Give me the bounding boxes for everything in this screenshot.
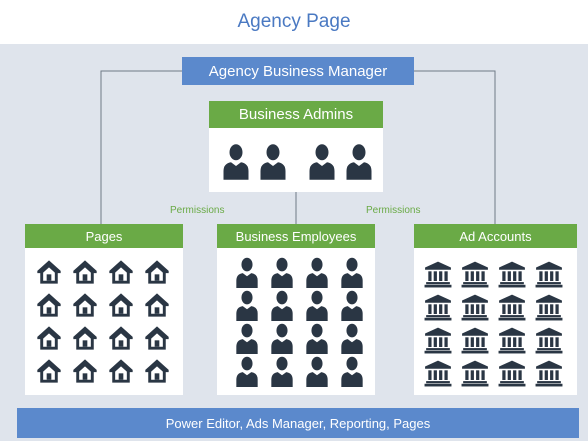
house-icon bbox=[145, 260, 169, 284]
bank-icon bbox=[424, 327, 452, 354]
person-icon bbox=[271, 323, 293, 354]
agency-business-manager: Agency Business Manager bbox=[182, 57, 414, 85]
ad-accounts-label: Ad Accounts bbox=[459, 228, 532, 244]
house-icon bbox=[37, 293, 61, 317]
person-icon bbox=[236, 356, 258, 387]
bank-icon bbox=[498, 327, 526, 354]
person-icon bbox=[236, 290, 258, 321]
bank-icon bbox=[461, 294, 489, 321]
manager-label: Agency Business Manager bbox=[208, 62, 388, 80]
person-icon bbox=[306, 323, 328, 354]
bank-icon bbox=[424, 294, 452, 321]
house-icon bbox=[109, 260, 133, 284]
permissions-label-left: Permissions bbox=[170, 205, 225, 216]
business-admins-header: Business Admins bbox=[209, 101, 383, 128]
title-bar: Agency Page bbox=[0, 0, 588, 44]
person-icon bbox=[260, 144, 286, 180]
business-admins-box bbox=[209, 128, 383, 192]
pages-icon-grid bbox=[25, 248, 183, 395]
person-icon bbox=[306, 257, 328, 288]
bank-icon bbox=[461, 327, 489, 354]
permissions-label-right: Permissions bbox=[366, 205, 421, 216]
tools-footer-label: Power Editor, Ads Manager, Reporting, Pa… bbox=[165, 415, 431, 431]
person-icon bbox=[271, 356, 293, 387]
admins-icon-grid bbox=[209, 128, 383, 192]
connector-right bbox=[414, 70, 496, 224]
connector-left bbox=[100, 70, 182, 224]
bank-icon bbox=[461, 360, 489, 387]
bank-icon bbox=[461, 261, 489, 288]
pages-header: Pages bbox=[25, 224, 183, 248]
person-icon bbox=[341, 356, 363, 387]
page-title: Agency Page bbox=[237, 11, 351, 32]
person-icon bbox=[306, 356, 328, 387]
admins-label: Business Admins bbox=[238, 106, 354, 123]
house-icon bbox=[145, 293, 169, 317]
employees-box bbox=[217, 248, 375, 395]
house-icon bbox=[37, 260, 61, 284]
bank-icon bbox=[498, 294, 526, 321]
employees-icon-grid bbox=[217, 248, 375, 395]
bank-icon bbox=[424, 261, 452, 288]
house-icon bbox=[109, 326, 133, 350]
employees-header: Business Employees bbox=[217, 224, 375, 248]
house-icon bbox=[37, 359, 61, 383]
employees-label: Business Employees bbox=[235, 228, 357, 244]
tools-footer: Power Editor, Ads Manager, Reporting, Pa… bbox=[17, 408, 579, 438]
house-icon bbox=[73, 359, 97, 383]
person-icon bbox=[236, 323, 258, 354]
house-icon bbox=[109, 293, 133, 317]
person-icon bbox=[309, 144, 335, 180]
house-icon bbox=[109, 359, 133, 383]
ad-accounts-icon-grid bbox=[414, 248, 577, 395]
bank-icon bbox=[424, 360, 452, 387]
person-icon bbox=[271, 290, 293, 321]
bank-icon bbox=[498, 360, 526, 387]
bank-icon bbox=[535, 327, 563, 354]
bank-icon bbox=[535, 261, 563, 288]
house-icon bbox=[145, 326, 169, 350]
ad-accounts-header: Ad Accounts bbox=[414, 224, 577, 248]
house-icon bbox=[73, 326, 97, 350]
house-icon bbox=[145, 359, 169, 383]
house-icon bbox=[73, 260, 97, 284]
person-icon bbox=[306, 290, 328, 321]
bank-icon bbox=[498, 261, 526, 288]
person-icon bbox=[236, 257, 258, 288]
bank-icon bbox=[535, 360, 563, 387]
bank-icon bbox=[535, 294, 563, 321]
person-icon bbox=[341, 290, 363, 321]
person-icon bbox=[271, 257, 293, 288]
person-icon bbox=[341, 323, 363, 354]
pages-label: Pages bbox=[85, 228, 123, 244]
person-icon bbox=[341, 257, 363, 288]
house-icon bbox=[73, 293, 97, 317]
person-icon bbox=[346, 144, 372, 180]
person-icon bbox=[223, 144, 249, 180]
house-icon bbox=[37, 326, 61, 350]
